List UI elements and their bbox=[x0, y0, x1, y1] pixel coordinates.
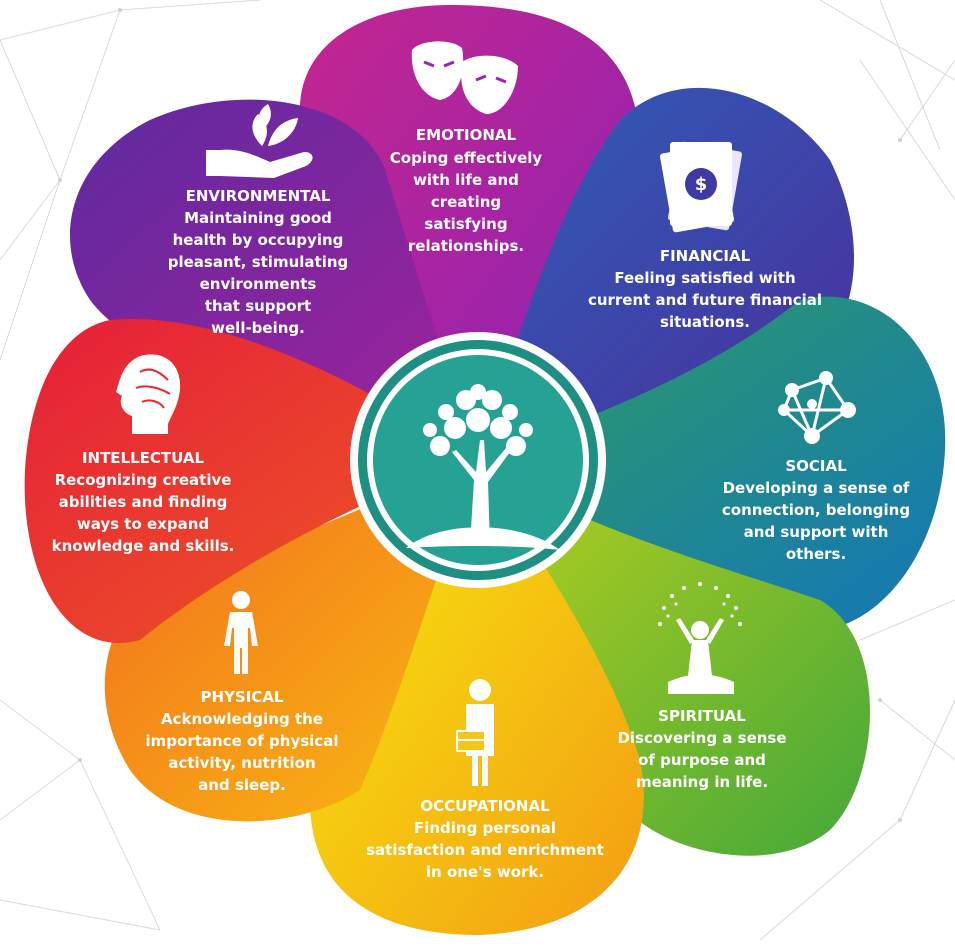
svg-text:$: $ bbox=[695, 174, 708, 195]
segment-line: Maintaining good bbox=[184, 209, 332, 227]
segment-spiritual: SPIRITUAL Discovering a sense of purpose… bbox=[617, 707, 786, 791]
petal-physical bbox=[104, 460, 478, 822]
theater-masks-icon bbox=[411, 41, 518, 114]
segment-line: connection, belonging bbox=[722, 501, 910, 519]
meditation-icon bbox=[658, 582, 742, 694]
segment-line: situations. bbox=[660, 313, 750, 331]
segment-title: INTELLECTUAL bbox=[82, 449, 205, 467]
tree-icon bbox=[406, 384, 560, 550]
segment-line: pleasant, stimulating bbox=[168, 253, 349, 271]
segment-line: satisfaction and enrichment bbox=[366, 841, 604, 859]
segment-title: PHYSICAL bbox=[201, 688, 284, 706]
segment-intellectual: INTELLECTUAL Recognizing creative abilit… bbox=[52, 449, 235, 555]
segment-title: SPIRITUAL bbox=[658, 707, 746, 725]
segment-emotional: EMOTIONAL Coping effectively with life a… bbox=[390, 126, 543, 255]
segment-line: ways to expand bbox=[77, 515, 209, 533]
hand-leaves-icon bbox=[206, 104, 313, 178]
segment-social: SOCIAL Developing a sense of connection,… bbox=[722, 457, 910, 563]
segment-line: Feeling satisfied with bbox=[614, 269, 795, 287]
segment-line: current and future financial bbox=[588, 291, 822, 309]
segment-line: others. bbox=[786, 545, 846, 563]
segment-line: Developing a sense of bbox=[723, 479, 910, 497]
segment-line: creating bbox=[431, 193, 501, 211]
segment-title: FINANCIAL bbox=[660, 247, 751, 265]
segment-line: relationships. bbox=[408, 237, 524, 255]
segment-occupational: OCCUPATIONAL Finding personal satisfacti… bbox=[366, 797, 604, 881]
segment-title: OCCUPATIONAL bbox=[420, 797, 550, 815]
segment-line: Finding personal bbox=[414, 819, 556, 837]
network-nodes-icon bbox=[778, 371, 856, 444]
segment-physical: PHYSICAL Acknowledging the importance of… bbox=[146, 688, 339, 794]
person-icon bbox=[224, 591, 258, 674]
segment-line: that support bbox=[205, 297, 311, 315]
segment-line: abilities and finding bbox=[59, 493, 228, 511]
segment-line: importance of physical bbox=[146, 732, 339, 750]
money-bills-icon: $ bbox=[660, 141, 742, 233]
segment-title: ENVIRONMENTAL bbox=[186, 187, 331, 205]
segment-line: satisfying bbox=[424, 215, 507, 233]
segment-line: meaning in life. bbox=[636, 773, 768, 791]
segment-line: Discovering a sense bbox=[617, 729, 786, 747]
segment-line: and support with bbox=[744, 523, 889, 541]
segment-line: with life and bbox=[413, 171, 519, 189]
segment-line: knowledge and skills. bbox=[52, 537, 235, 555]
segment-line: health by occupying bbox=[173, 231, 344, 249]
segment-title: EMOTIONAL bbox=[416, 126, 517, 144]
segment-line: in one's work. bbox=[426, 863, 544, 881]
segment-line: Coping effectively bbox=[390, 149, 543, 167]
segment-line: Acknowledging the bbox=[161, 710, 323, 728]
petal-spiritual bbox=[478, 460, 870, 856]
segment-line: well-being. bbox=[211, 319, 305, 337]
petal-emotional bbox=[300, 5, 640, 460]
segment-line: Recognizing creative bbox=[55, 471, 232, 489]
petal-environmental bbox=[70, 99, 478, 460]
segment-financial: FINANCIAL Feeling satisfied with current… bbox=[588, 247, 822, 331]
businessman-briefcase-icon bbox=[456, 679, 494, 786]
segment-line: environments bbox=[200, 275, 317, 293]
brain-head-icon bbox=[116, 354, 181, 434]
segment-line: activity, nutrition bbox=[168, 754, 315, 772]
segment-line: of purpose and bbox=[638, 751, 766, 769]
segment-environmental: ENVIRONMENTAL Maintaining good health by… bbox=[168, 187, 349, 337]
aura-dots bbox=[658, 582, 742, 626]
segment-line: and sleep. bbox=[198, 776, 286, 794]
segment-title: SOCIAL bbox=[785, 457, 847, 475]
center-medallion bbox=[350, 332, 606, 588]
